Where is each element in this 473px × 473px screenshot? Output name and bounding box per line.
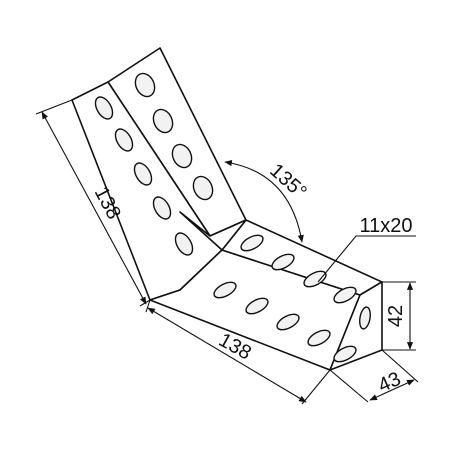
dimension-lines [35, 99, 419, 405]
slot [174, 232, 194, 256]
slot [192, 175, 214, 201]
slot [359, 306, 371, 330]
dim-label-slot: 11x20 [359, 215, 412, 237]
slot [213, 281, 237, 299]
dim-line-upper-length [41, 111, 147, 305]
slot [333, 286, 357, 304]
slot [171, 143, 193, 169]
slot-leader [317, 235, 416, 283]
dim-line-lower-length [147, 307, 307, 403]
dim-line-width [369, 379, 415, 401]
dim-label-width: 43 [375, 368, 404, 397]
slot [271, 253, 295, 271]
slot [333, 345, 357, 363]
slot [152, 108, 174, 134]
dim-label-angle: 135° [265, 160, 310, 204]
dim-arc-angle [224, 160, 304, 243]
slot [152, 196, 172, 220]
slot [134, 72, 156, 98]
dim-label-height: 42 [385, 305, 407, 327]
slot [307, 329, 331, 347]
